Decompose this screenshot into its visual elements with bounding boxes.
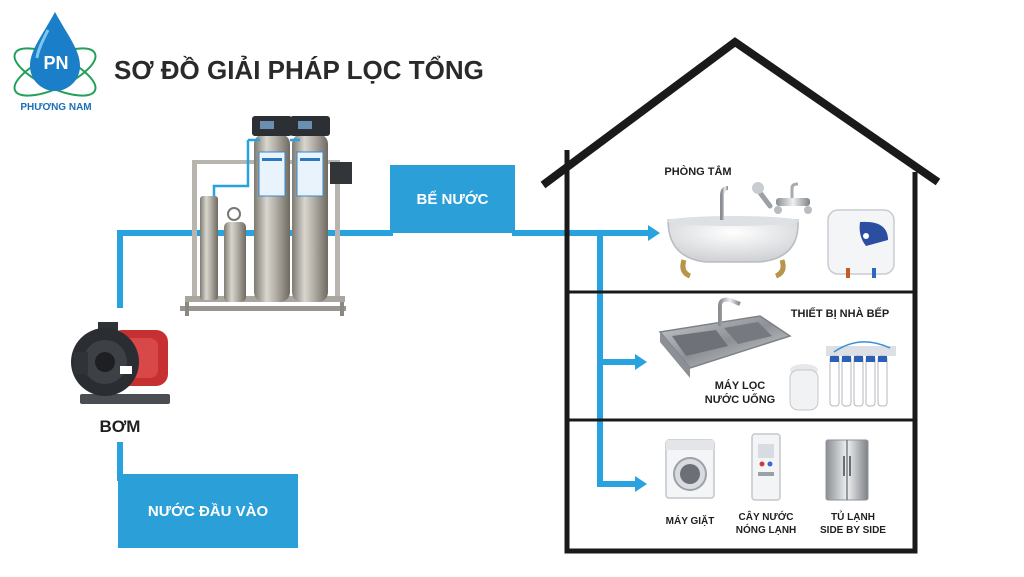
droplet-logo-icon bbox=[13, 12, 97, 97]
bathroom-label: PHÒNG TẮM bbox=[664, 166, 732, 178]
house-walls bbox=[564, 150, 918, 554]
tank-label: BỂ NƯỚC bbox=[416, 190, 489, 208]
washer-label: MÁY GIẶT bbox=[665, 516, 715, 527]
fridge-label-line2: SIDE BY SIDE bbox=[820, 524, 886, 536]
purifier-label-line2: NƯỚC UỐNG bbox=[704, 393, 776, 406]
shower-faucet-icon bbox=[752, 182, 812, 214]
water-pump-icon bbox=[71, 322, 170, 404]
arrow-appliances bbox=[635, 476, 647, 492]
washing-machine-icon bbox=[665, 439, 715, 499]
pipe-arrows bbox=[600, 225, 660, 492]
fridge-label: TỦ LẠNH SIDE BY SIDE bbox=[808, 512, 898, 537]
filter-system-icon bbox=[180, 116, 352, 316]
water-in-box bbox=[118, 474, 298, 548]
side-by-side-fridge-icon bbox=[825, 439, 869, 501]
bathtub-icon bbox=[667, 186, 799, 279]
dispenser-label-line2: NÓNG LẠNH bbox=[735, 524, 797, 536]
page-title: SƠ ĐỒ GIẢI PHÁP LỌC TỔNG bbox=[114, 55, 484, 85]
house bbox=[540, 37, 941, 554]
kitchen-label: THIẾT BỊ NHÀ BẾP bbox=[790, 308, 890, 320]
tank-box bbox=[390, 165, 515, 233]
water-dispenser-icon bbox=[751, 433, 781, 501]
logo-brand: PHƯƠNG NAM bbox=[20, 102, 92, 113]
purifier-label-line1: MÁY LỌC bbox=[714, 380, 766, 392]
pump-label: BƠM bbox=[99, 417, 141, 436]
kitchen-sink-icon bbox=[658, 297, 792, 378]
fridge-label-line1: TỦ LẠNH bbox=[831, 512, 875, 523]
purifier-label: MÁY LỌC NƯỚC UỐNG bbox=[690, 380, 790, 408]
dispenser-label: CÂY NƯỚC NÓNG LẠNH bbox=[726, 512, 806, 537]
ro-purifier-icon bbox=[789, 341, 896, 411]
arrow-bathroom bbox=[648, 225, 660, 241]
water-in-label: NƯỚC ĐẦU VÀO bbox=[147, 502, 269, 520]
pipe-house-main bbox=[512, 230, 603, 487]
house-roof bbox=[540, 37, 941, 189]
water-heater-icon bbox=[827, 209, 895, 278]
logo-initials: PN bbox=[43, 53, 69, 73]
arrow-kitchen bbox=[635, 354, 647, 370]
dispenser-label-line1: CÂY NƯỚC bbox=[738, 512, 794, 523]
